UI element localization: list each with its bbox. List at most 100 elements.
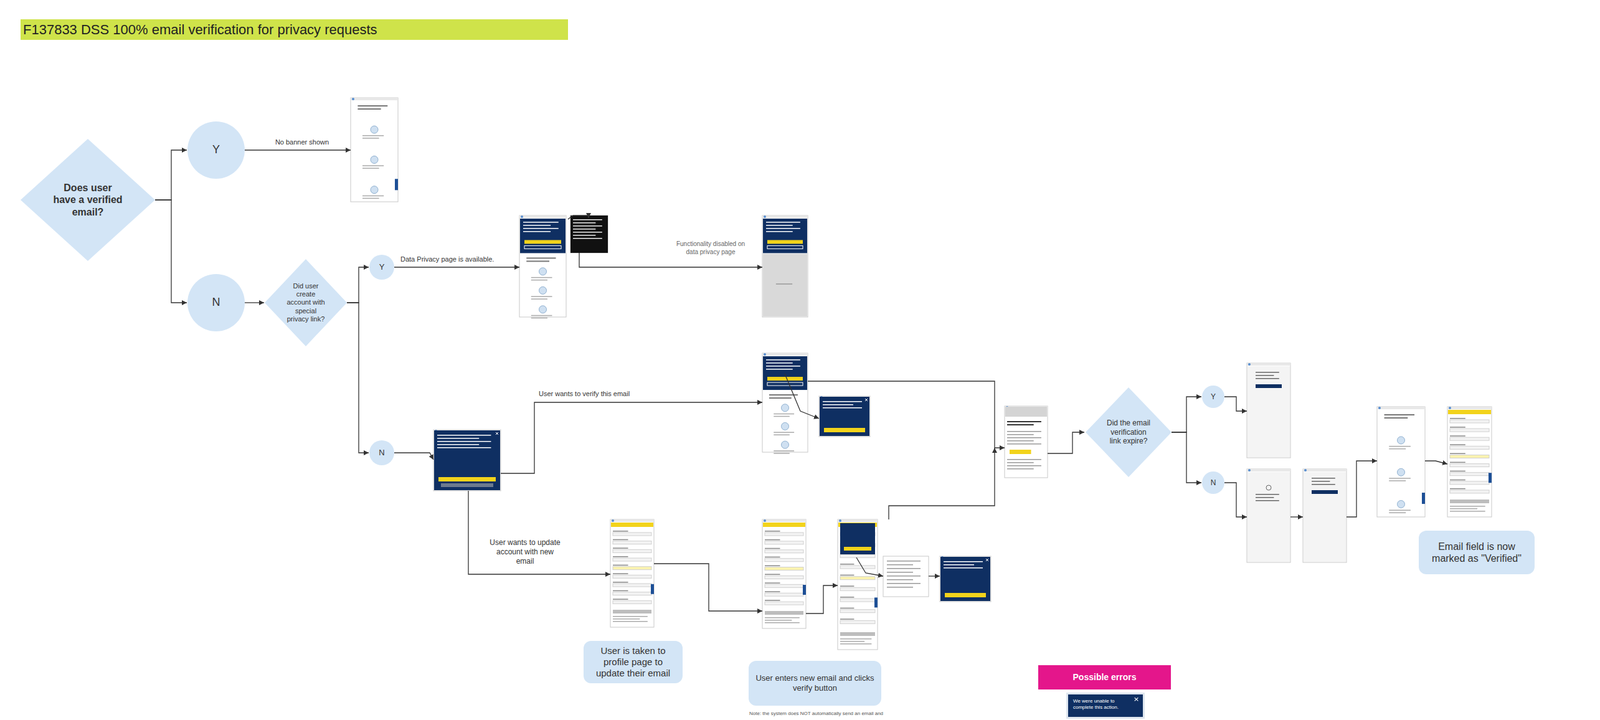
flow-wire: [784, 373, 819, 419]
mockup-shape: [612, 583, 652, 587]
mockup-shape: [762, 522, 806, 527]
mockup-shape: [519, 215, 567, 318]
screen-mockup: [433, 429, 501, 491]
mockup-shape: [766, 231, 793, 233]
mockup-shape: [1388, 445, 1411, 448]
mockup-shape: [612, 581, 629, 583]
icon-circle: [539, 305, 547, 314]
diamond-fill: [1085, 387, 1172, 478]
mockup-shape: [886, 560, 921, 562]
mockup-shape: [1449, 499, 1490, 504]
flow-wire: [928, 575, 940, 577]
mockup-shape: [612, 564, 629, 567]
node-text: N: [212, 295, 221, 310]
mockup-shape: [1384, 414, 1416, 416]
mockup-shape: [1255, 384, 1282, 389]
mockup-shape: [357, 105, 388, 107]
flow-wire: [1424, 460, 1448, 464]
mockup-shape: [773, 416, 790, 418]
mockup-shape: [1449, 505, 1486, 507]
flow-connector: [346, 302, 369, 453]
error-message: We were unable to complete this action.: [1066, 692, 1145, 719]
mockup-shape: [1449, 488, 1466, 490]
flow-connector: [1171, 432, 1202, 483]
icon-circle: [370, 155, 379, 164]
mockup-shape: [766, 224, 793, 227]
mockup-shape: [818, 396, 871, 437]
diamond-fill: [264, 259, 347, 347]
mockup-shape: [523, 231, 551, 233]
mockup-shape: [1247, 472, 1290, 562]
mockup-shape: [612, 620, 648, 623]
icon-circle: [1266, 485, 1272, 491]
mockup-shape: [572, 234, 596, 237]
mockup-shape: [822, 404, 854, 406]
logo-dot: [351, 97, 355, 101]
mockup-shape: [612, 574, 652, 578]
mockup-shape: [1449, 479, 1466, 481]
note-box: Email field is now marked as "Verified": [1418, 530, 1535, 575]
mockup-shape: [886, 564, 914, 566]
mockup-shape: [612, 592, 652, 596]
mockup-shape: [437, 437, 479, 440]
mockup-shape: [840, 598, 876, 602]
mockup-shape: [1303, 472, 1346, 562]
logo-dot: [763, 215, 767, 218]
mockup-shape: [1377, 406, 1425, 410]
mockup-shape: [883, 556, 929, 597]
mockup-shape: [764, 599, 781, 602]
edge-label: Functionality disabled on data privacy p…: [671, 240, 750, 256]
screen-mockup: [1447, 406, 1492, 517]
logo-dot: [763, 353, 767, 356]
edge-label: User wants to update account with new em…: [487, 538, 564, 567]
mockup-shape: [773, 450, 795, 452]
mockup-shape: [612, 572, 629, 575]
close-icon: [495, 432, 499, 435]
mockup-shape: [837, 519, 878, 522]
decision-diamond: Did the email verification link expire?: [1085, 387, 1172, 478]
screen-mockup: [519, 215, 567, 319]
mockup-shape: [773, 452, 790, 455]
mockup-shape: [773, 413, 795, 415]
mockup-shape: [612, 532, 652, 536]
mockup-shape: [1448, 409, 1492, 415]
flow-wire: [500, 402, 763, 474]
mockup-shape: [764, 601, 804, 605]
screen-mockup: [1377, 406, 1425, 517]
mockup-shape: [840, 607, 854, 610]
node-text: Did user create account with special pri…: [283, 282, 329, 324]
mockup-shape: [886, 568, 921, 570]
mockup-shape: [612, 590, 629, 592]
screen-mockup: [939, 556, 991, 602]
node-text: Does user have a verified email?: [52, 181, 123, 218]
mockup-shape: [1388, 448, 1406, 450]
mockup-shape: [531, 317, 548, 319]
mockup-shape: [764, 617, 800, 619]
mockup-shape: [764, 532, 804, 536]
mockup-shape: [764, 541, 804, 545]
mockup-shape: [1449, 444, 1466, 446]
mockup-shape: [840, 574, 854, 577]
flow-wire: [394, 266, 520, 268]
mockup-shape: [1449, 490, 1490, 494]
mockup-shape: [612, 618, 640, 620]
mockup-shape: [1449, 435, 1466, 437]
mockup-shape: [1447, 406, 1492, 410]
mockup-shape: [840, 640, 865, 643]
answer-circle: Y: [369, 254, 395, 280]
icon-circle: [539, 267, 547, 276]
mockup-shape: [362, 165, 384, 167]
mockup-shape: [1255, 493, 1280, 496]
node-text: N: [1210, 478, 1217, 488]
mockup-shape: [1388, 511, 1406, 514]
mockup-shape: [822, 407, 862, 409]
node-text: Email field is now marked as "Verified": [1423, 540, 1530, 565]
mockup-shape: [1449, 437, 1490, 441]
flow-wire: [468, 490, 611, 575]
mockup-shape: [526, 257, 556, 259]
mockup-shape: [1246, 468, 1291, 563]
logo-dot: [1378, 406, 1381, 410]
mockup-shape: [1007, 462, 1034, 464]
node-text: Did the email verification link expire?: [1105, 418, 1152, 446]
mockup-shape: [1007, 430, 1042, 433]
